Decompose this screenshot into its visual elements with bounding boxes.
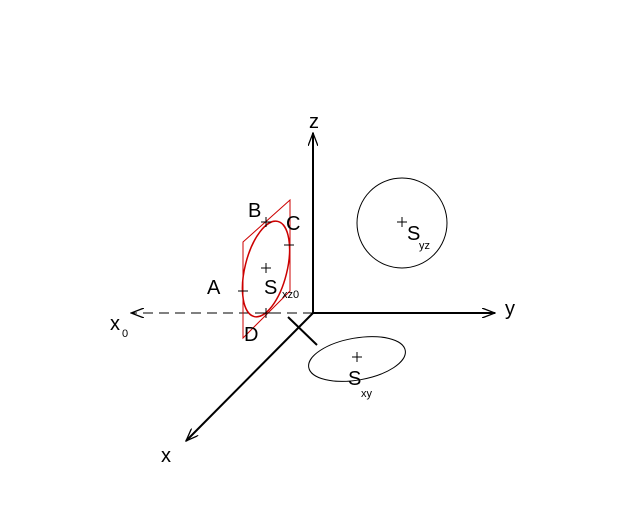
point-a-label: A (207, 277, 221, 299)
yz-projection-circle (356, 177, 448, 269)
yz-projection-subscript: yz (419, 240, 430, 252)
point-b-mark (261, 217, 271, 227)
point-d-mark (261, 308, 271, 318)
point-b-label: B (248, 200, 261, 222)
z-axis-label: z (309, 111, 319, 133)
xz0-projection-subscript: xz0 (282, 289, 299, 301)
point-d-label: D (244, 324, 258, 346)
xy-projection-ellipse (308, 336, 406, 382)
x0-axis-label: x (110, 313, 120, 335)
y-axis-label: y (505, 298, 515, 320)
yz-projection-label: S (407, 223, 420, 245)
xz0-projection-ellipse (241, 220, 291, 318)
xy-projection-label: S (348, 368, 361, 390)
origin-tick-mark (287, 316, 318, 346)
x-axis-label: x (161, 445, 171, 467)
xz0-bounding-parallelogram (242, 198, 291, 340)
xz0-projection-label: S (264, 277, 277, 299)
x0-axis-subscript: 0 (122, 328, 128, 340)
point-c-label: C (286, 213, 300, 235)
x-axis (186, 312, 314, 441)
xz0-center-mark (261, 263, 271, 273)
xy-projection-subscript: xy (361, 388, 373, 400)
